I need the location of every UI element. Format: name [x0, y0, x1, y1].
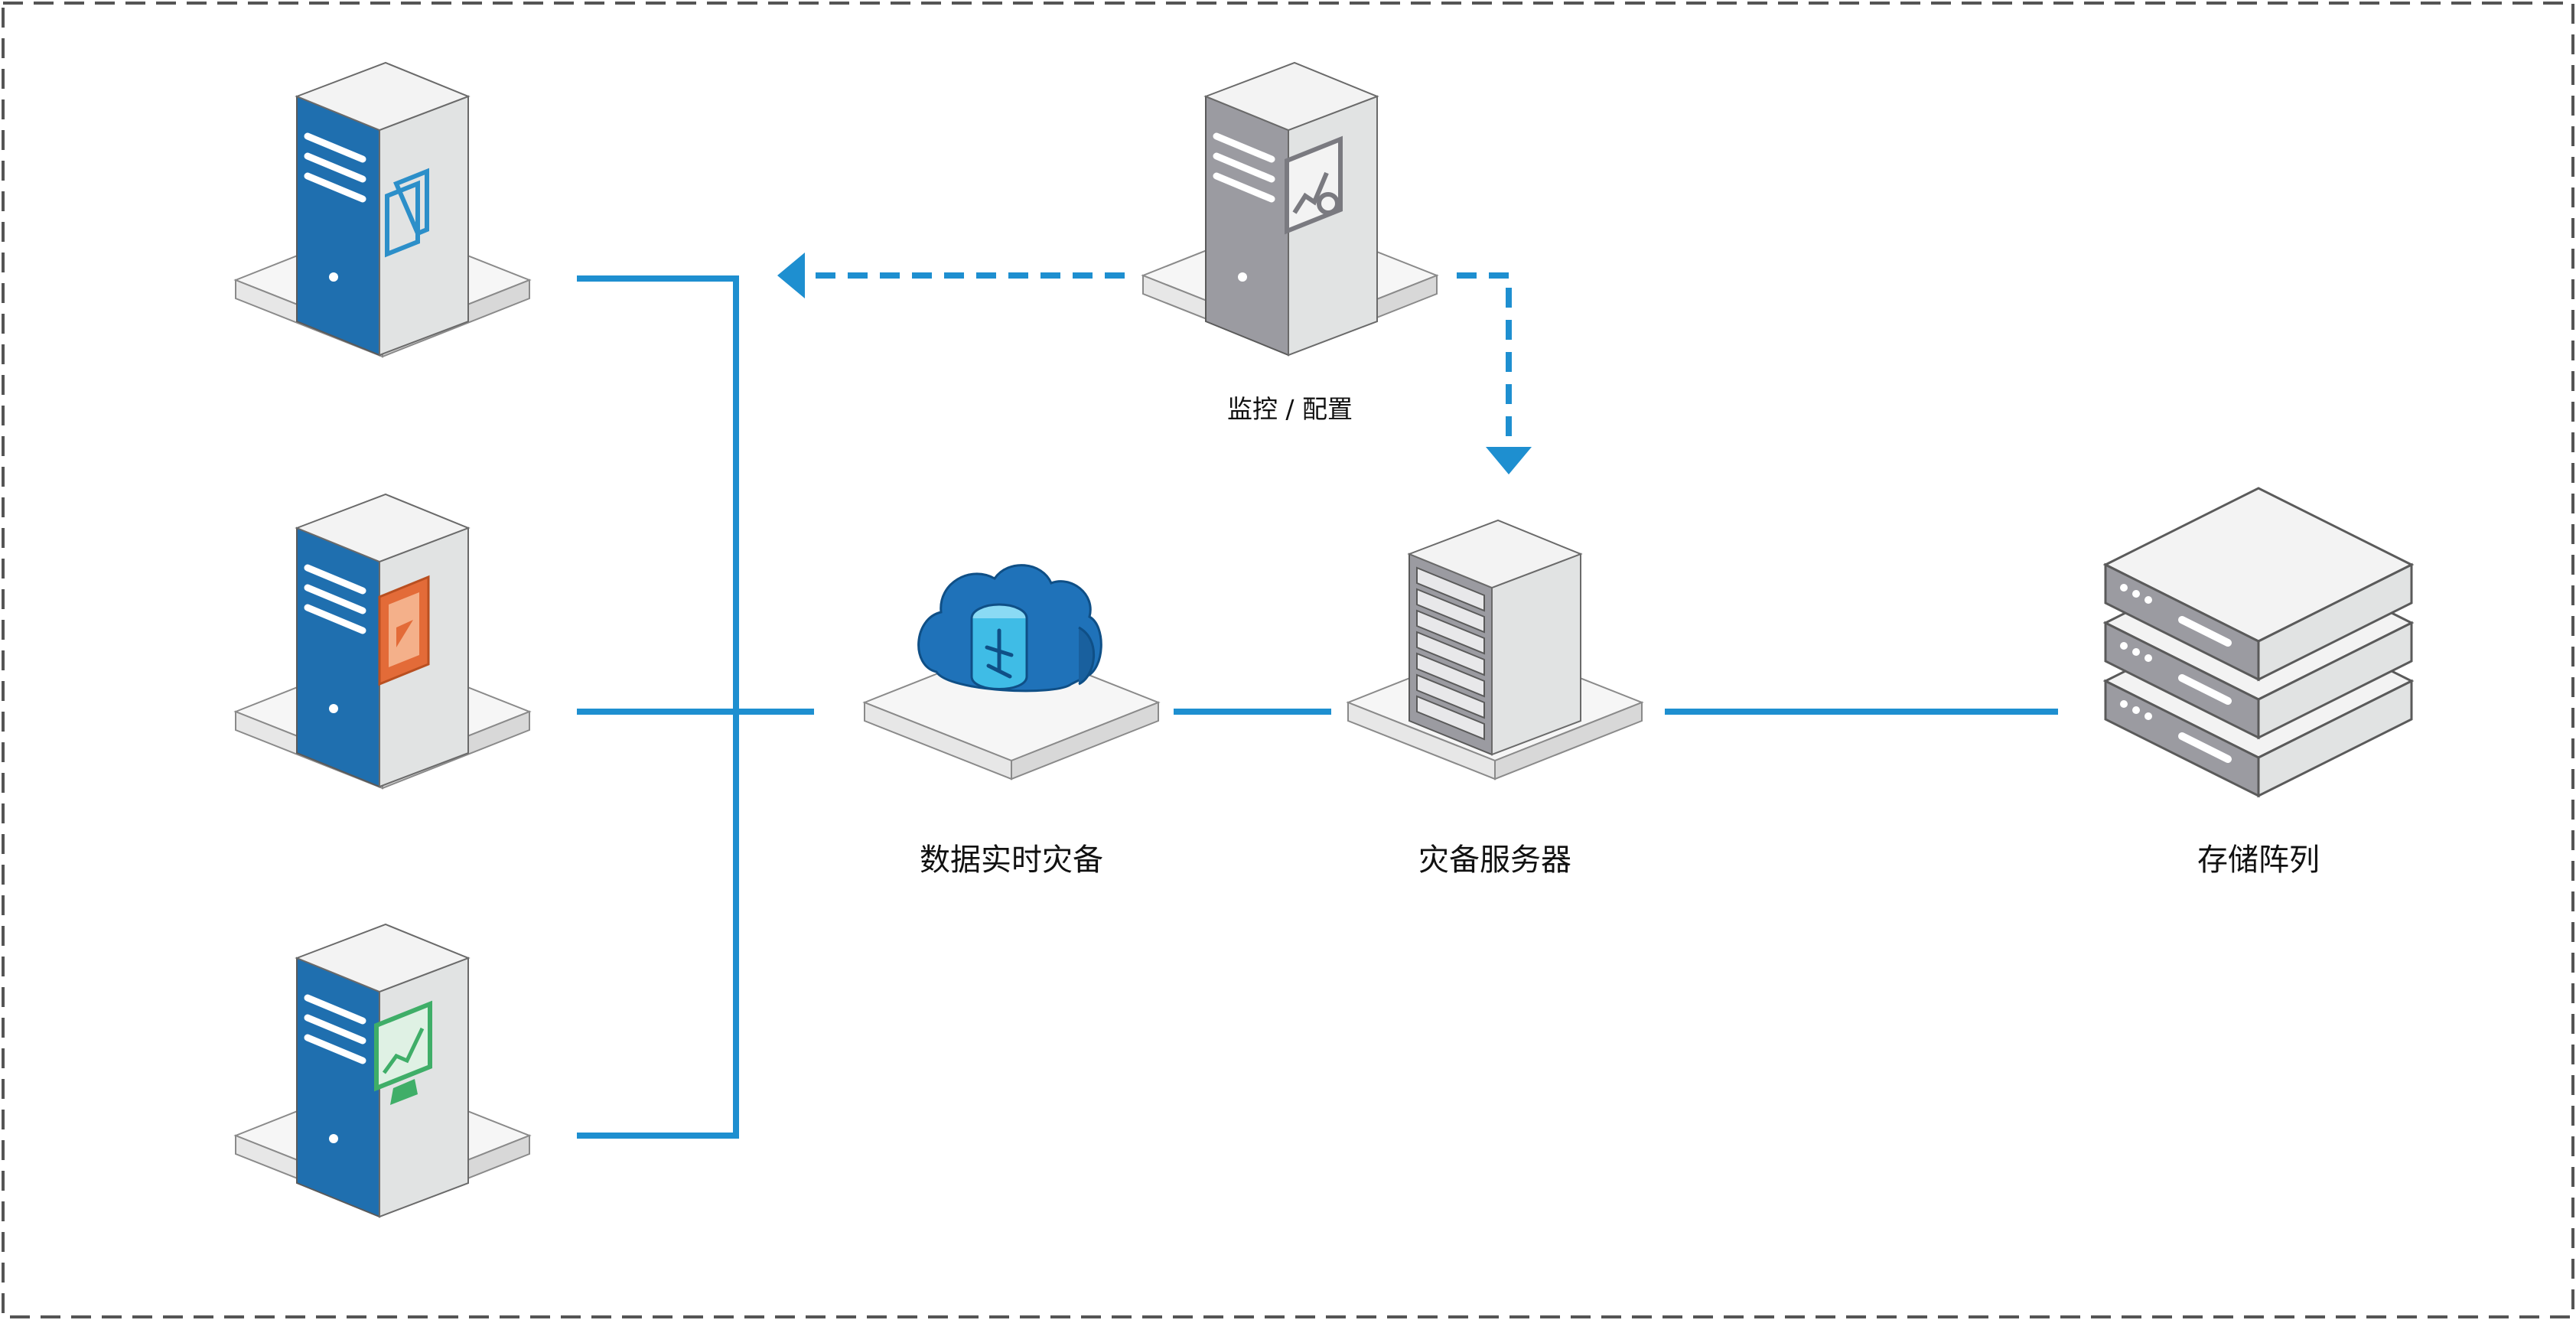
file-server-icon [385, 168, 429, 258]
video-server-icon [378, 575, 430, 686]
file-server[interactable] [235, 63, 530, 357]
connection-lines [577, 275, 2058, 1139]
monitor-server-label: 监控 / 配置 [1226, 394, 1353, 424]
cloud-router-icon [917, 564, 1102, 693]
chart-server-icon [374, 1000, 432, 1105]
arrowhead-left [777, 253, 805, 298]
rack-server-icon [1407, 519, 1583, 756]
chart-server[interactable] [235, 924, 530, 1217]
video-server[interactable] [235, 494, 530, 788]
arrowhead-down [1486, 447, 1532, 474]
storage-array-icon [2105, 488, 2412, 796]
backup-server[interactable] [1347, 519, 1643, 780]
monitor-server-icon [1285, 135, 1343, 235]
backup-server-label: 灾备服务器 [1418, 843, 1571, 878]
monitor-server[interactable] [1142, 63, 1438, 355]
dashed-arrow-down [1457, 272, 1512, 444]
link-file-server [577, 275, 739, 1139]
storage-array-label: 存储阵列 [2197, 843, 2320, 878]
cloud-node-label: 数据实时灾备 [920, 843, 1103, 878]
cloud-node[interactable] [864, 564, 1159, 780]
monitor-arrows [777, 253, 1532, 474]
storage-array[interactable] [2105, 488, 2412, 796]
